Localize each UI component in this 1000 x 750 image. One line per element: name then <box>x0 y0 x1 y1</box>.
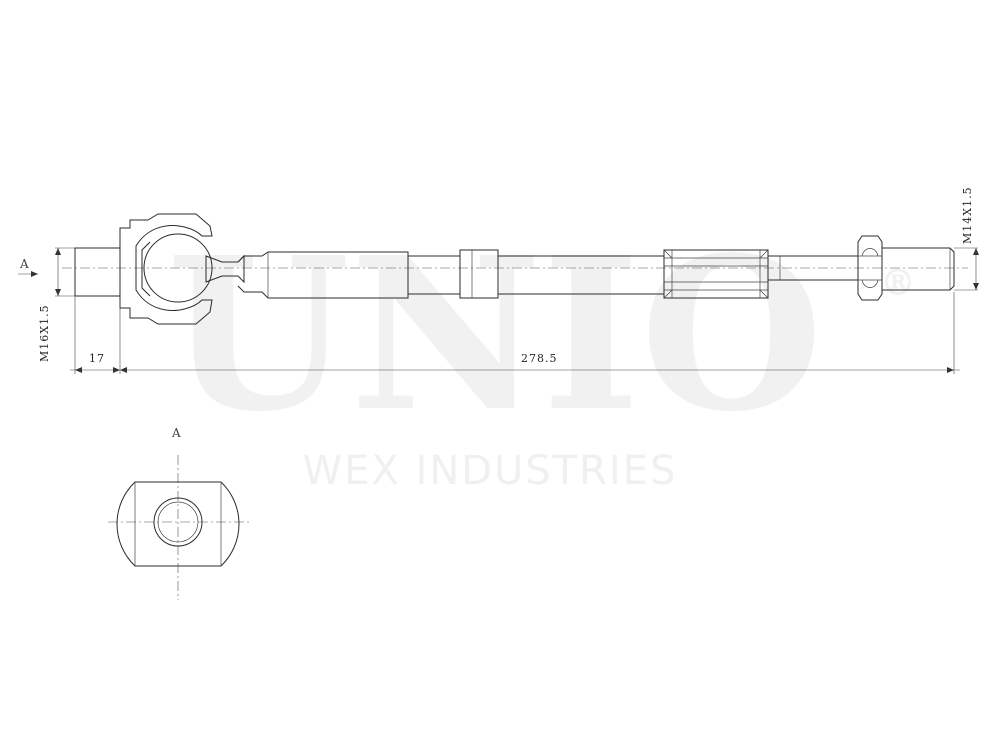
end-view-inner-ring <box>157 501 199 543</box>
watermark-company: WEX INDUSTRIES <box>303 448 678 494</box>
end-view-outer-ring <box>153 497 203 547</box>
section-marker-label: A <box>19 257 29 271</box>
left-thread-stud <box>74 247 121 297</box>
ball-joint-housing <box>119 213 213 325</box>
end-view-label: A <box>171 426 181 440</box>
ball-neck <box>205 254 245 284</box>
left-length-label: 17 <box>89 352 105 365</box>
ball-stud <box>143 233 213 303</box>
right-thread-label: M14X1.5 <box>961 186 974 244</box>
watermark-registered-mark: ® <box>880 262 916 304</box>
end-view-a: A <box>108 426 250 600</box>
left-thread-label: M16X1.5 <box>38 304 51 362</box>
right-thread-dimension: M14X1.5 <box>954 186 979 291</box>
left-thread-dimension: M16X1.5 <box>38 247 75 362</box>
total-length-label: 278.5 <box>521 352 558 365</box>
rack-teeth-section <box>663 249 769 299</box>
section-marker-a: A <box>18 257 38 277</box>
length-dimensions: 17 278.5 <box>70 292 960 374</box>
hex-nut <box>857 235 883 301</box>
watermark-brand: UNIO <box>167 211 823 458</box>
right-thread-stud <box>882 247 955 291</box>
